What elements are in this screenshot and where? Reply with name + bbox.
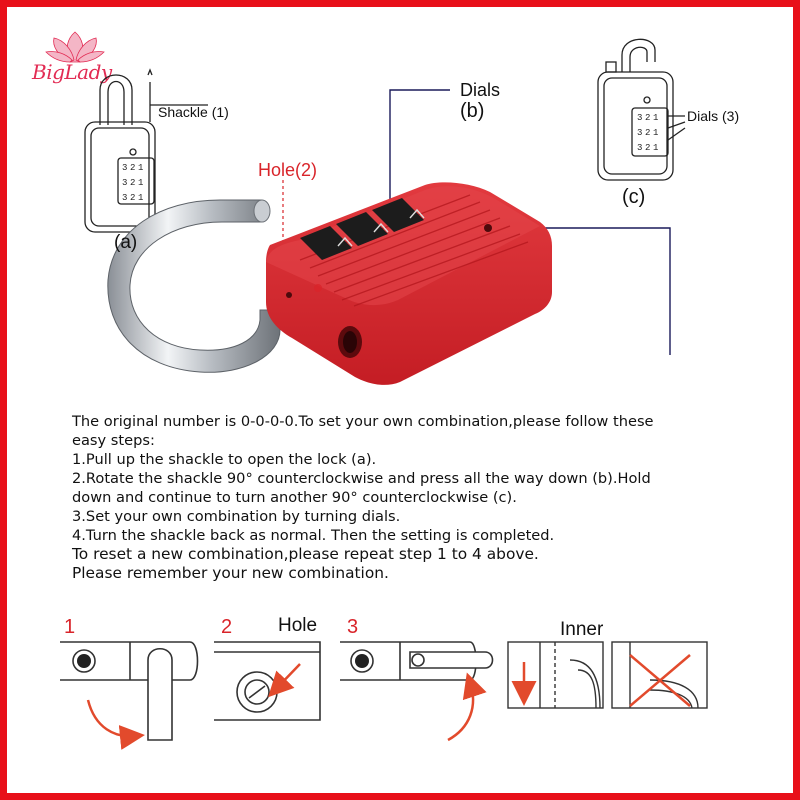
step-diagrams [60,641,708,750]
svg-text:1: 1 [138,193,143,203]
red-lock-body [266,182,552,385]
sketch-lock-a [84,68,208,233]
step-4-inner-diagram [507,641,604,709]
svg-text:1: 1 [653,128,658,138]
shackle-label: Shackle (1) [158,104,229,120]
svg-text:2: 2 [645,128,650,138]
sketch-c-label: (c) [622,186,646,208]
step-1-number: 1 [64,616,76,638]
combination-dials [300,198,425,260]
step-inner-label: Inner [560,619,604,640]
instruction-reset: To reset a new combination,please repeat… [72,545,539,563]
frame-bottom-border [0,793,800,800]
svg-text:1: 1 [138,163,143,173]
step-3-diagram [340,641,494,742]
step-5-wrong-diagram [611,641,708,709]
dials-label: Dials [460,80,501,100]
svg-text:2: 2 [645,143,650,153]
svg-text:2: 2 [130,163,135,173]
svg-text:3: 3 [637,113,642,123]
svg-text:1: 1 [653,113,658,123]
frame-right-border [793,0,800,800]
step-2-diagram [214,641,321,721]
instruction-step-1: 1.Pull up the shackle to open the lock (… [72,451,377,468]
instruction-step-2: 2.Rotate the shackle 90° counterclockwis… [72,470,651,487]
brand-logo-text: BigLady [32,60,112,84]
svg-text:1: 1 [138,178,143,188]
svg-text:3: 3 [122,193,127,203]
frame-top-border [0,0,800,7]
step-3-number: 3 [347,616,359,638]
hole-label: Hole(2) [258,160,318,180]
dials-3-label: Dials (3) [687,108,740,124]
chrome-shackle [107,199,281,373]
lotus-logo-icon [45,31,105,63]
instructions-block: The original number is 0-0-0-0.To set yo… [72,412,762,583]
step-1-diagram [60,641,199,750]
svg-text:3: 3 [122,163,127,173]
svg-text:3: 3 [637,128,642,138]
frame-left-border [0,0,7,800]
instruction-line: The original number is 0-0-0-0.To set yo… [72,413,654,430]
svg-text:2: 2 [130,178,135,188]
sketch-a-label: (a) [114,232,138,253]
sketch-lock-c [597,38,686,181]
dials-b-label: (b) [460,100,485,122]
step-2-number: 2 [221,616,233,638]
instruction-step-2-cont: down and continue to turn another 90° co… [72,489,517,506]
svg-text:3: 3 [122,178,127,188]
svg-text:3: 3 [637,143,642,153]
svg-text:2: 2 [130,193,135,203]
svg-text:1: 1 [653,143,658,153]
svg-text:2: 2 [645,113,650,123]
step-hole-label: Hole [278,615,318,636]
instruction-step-3: 3.Set your own combination by turning di… [72,508,401,525]
instruction-remember: Please remember your new combination. [72,564,389,582]
instruction-step-4: 4.Turn the shackle back as normal. Then … [72,527,555,544]
instruction-line: easy steps: [72,432,155,449]
